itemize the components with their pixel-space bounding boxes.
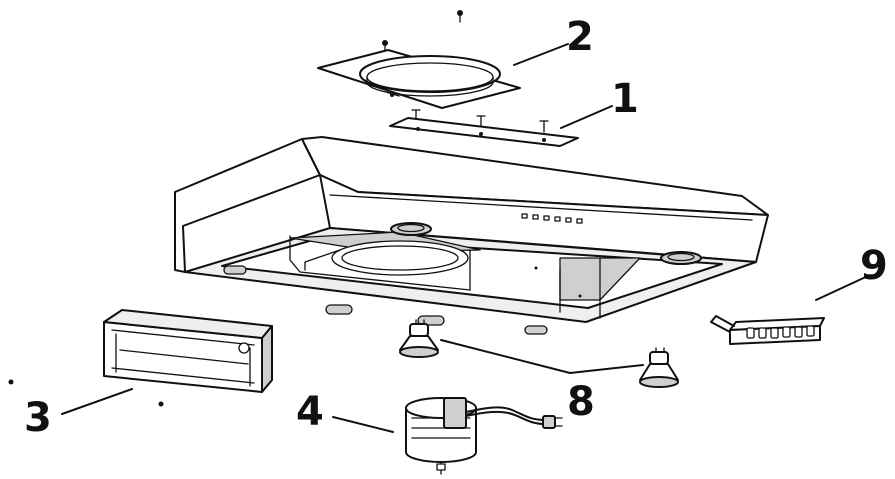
- damper-plate: [317, 10, 521, 109]
- blower-motor: [405, 397, 563, 475]
- callout-2: 2: [566, 14, 594, 60]
- range-hood-body: [174, 136, 769, 335]
- callout-8: 8: [567, 379, 595, 425]
- callout-3: 3: [24, 395, 52, 441]
- halogen-bulb-left: [399, 319, 439, 358]
- callout-1: 1: [611, 76, 639, 122]
- callout-4: 4: [296, 389, 324, 435]
- light-sockets: [390, 222, 702, 265]
- mounting-strip: [389, 109, 579, 147]
- callout-9: 9: [860, 243, 888, 289]
- leader-lines: [61, 43, 871, 433]
- grease-filter: [8, 309, 273, 407]
- control-switch-board: [710, 315, 825, 345]
- control-buttons: [521, 213, 583, 224]
- halogen-bulb-right: [639, 347, 679, 388]
